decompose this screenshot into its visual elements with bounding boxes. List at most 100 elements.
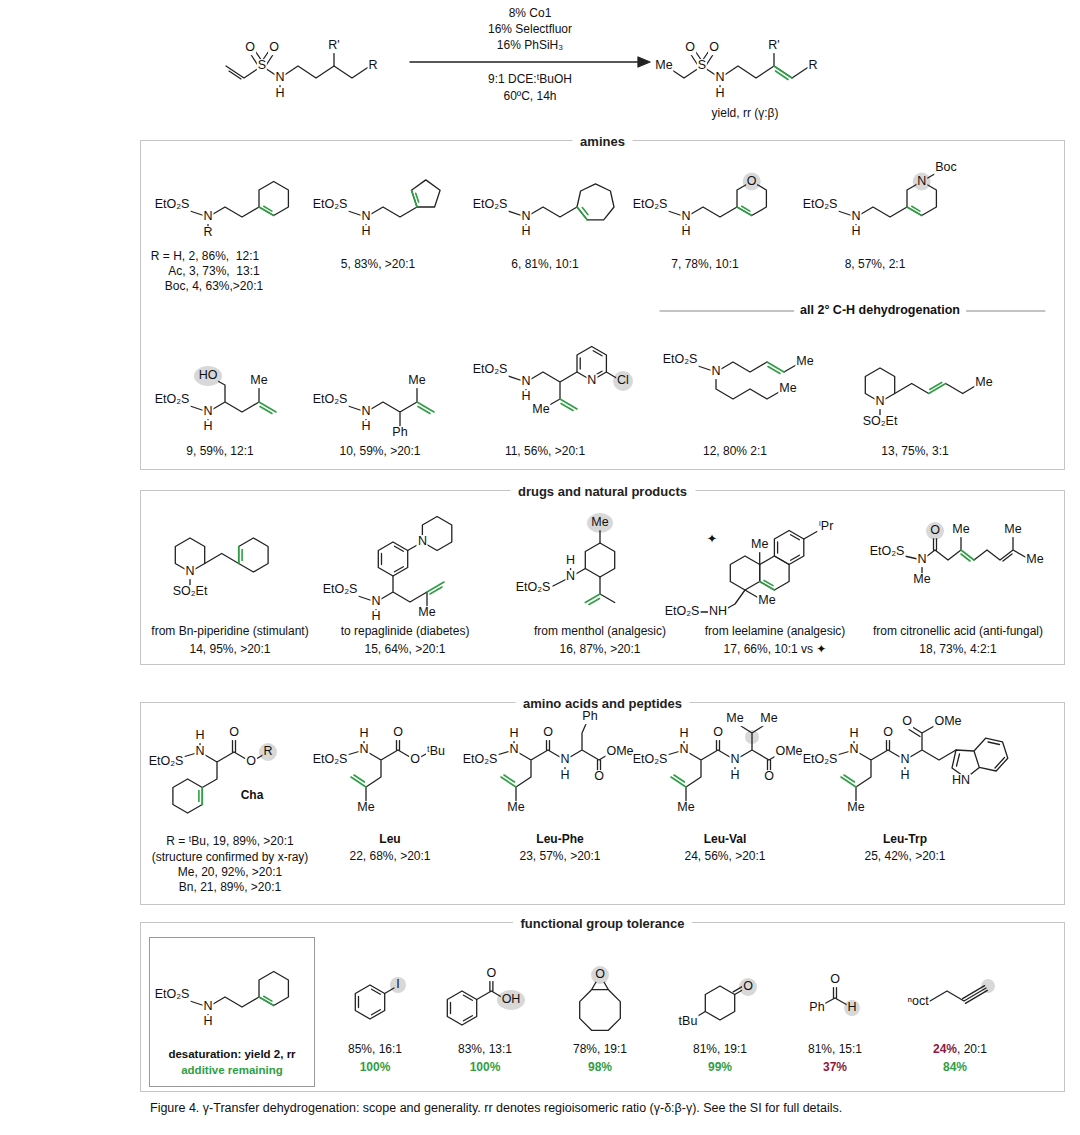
atom-label: O	[409, 753, 421, 767]
highlighted-atom: O	[594, 968, 606, 982]
atom-label: OMe	[933, 715, 962, 729]
atom-label: R	[367, 59, 378, 73]
atom-label: O	[684, 41, 696, 55]
atom-label: N	[194, 745, 205, 759]
atom-label: EtO₂S	[632, 198, 669, 212]
atom-label: N	[184, 565, 195, 579]
ring-shape	[778, 535, 800, 561]
low-value: 24%	[933, 1043, 957, 1056]
atom-label: Ph	[808, 1001, 825, 1015]
atom-label: N	[559, 753, 570, 767]
atom-label: H	[360, 420, 371, 434]
bond-line	[259, 402, 276, 414]
bond-line	[340, 542, 427, 616]
highlight-circle	[844, 1000, 860, 1016]
atom-label: EtO₂S	[869, 545, 906, 559]
atom-label: ✦	[706, 533, 718, 547]
atom-label: EtO₂S	[515, 581, 552, 595]
atom-label: Me	[951, 523, 970, 537]
bond-line	[824, 985, 849, 1006]
atom-label: H	[508, 727, 519, 741]
atom-label: N	[520, 210, 531, 224]
compound-name: Leu-Trp	[883, 833, 927, 846]
compound-caption: 16% PhSiH₃	[497, 39, 563, 52]
compound-caption: 81%, 15:1	[808, 1043, 862, 1056]
bond-line	[351, 775, 366, 787]
atom-label: O	[708, 41, 720, 55]
bond-line	[697, 986, 745, 1017]
atom-label: N	[874, 395, 885, 409]
remaining-value: 100%	[470, 1061, 501, 1074]
atom-label: N	[358, 743, 369, 757]
bond-line	[952, 738, 1008, 778]
ring-shape	[580, 351, 602, 377]
atom-label: N	[202, 1000, 213, 1014]
atom-label: N	[710, 365, 721, 379]
atom-label: N	[850, 210, 861, 224]
box-text: additive remaining	[181, 1062, 283, 1078]
atom-label: N	[360, 405, 371, 419]
atom-label: N	[586, 374, 597, 388]
atom-label: OMe	[605, 745, 634, 759]
compound-caption: 15, 64%, >20:1	[364, 643, 445, 656]
compound-caption: 10, 59%, >20:1	[339, 445, 420, 458]
panel-title: drugs and natural products	[510, 484, 695, 499]
atom-label: N	[848, 743, 859, 757]
compound-caption: Bn, 21, 89%, >20:1	[179, 881, 281, 894]
atom-label: Me	[1003, 523, 1022, 537]
amine-structures	[172, 172, 1045, 428]
atom-label: Me	[356, 801, 375, 815]
atom-label: EtO₂S	[148, 755, 185, 769]
atom-label: H	[565, 554, 576, 568]
compound-caption: 9, 59%, 12:1	[186, 445, 253, 458]
atom-label: Me	[506, 801, 525, 815]
compound-caption: R = H, 2, 86%, 12:1	[151, 250, 259, 263]
atom-label: O	[901, 715, 913, 729]
ring-shape	[259, 972, 288, 1006]
compound-caption: from menthol (analgesic)	[534, 625, 666, 638]
peptide-structures	[166, 724, 1008, 813]
atom-label: O	[486, 967, 498, 981]
panel-title: functional group tolerance	[513, 916, 693, 931]
compound-caption: 8, 57%, 2:1	[845, 258, 906, 271]
ring-shape	[412, 180, 441, 207]
compound-caption: 7, 78%, 10:1	[671, 258, 738, 271]
atom-label: Me	[654, 59, 673, 73]
bond-line	[580, 975, 621, 1030]
bond-line	[410, 61, 640, 62]
ring-shape	[760, 556, 789, 590]
tolerance-structures	[172, 972, 987, 1031]
low-value: 37%	[823, 1061, 847, 1074]
atom-label: Me	[846, 801, 865, 815]
compound-caption: 12, 80% 2:1	[703, 445, 767, 458]
ring-shape	[355, 985, 384, 1019]
atom-label: EtO₂S	[154, 393, 191, 407]
atom-label: Me	[407, 374, 426, 388]
bond-line	[585, 594, 600, 605]
bond-line	[767, 362, 784, 374]
compound-caption: 11, 56%, >20:1	[505, 445, 585, 458]
atom-label: H	[899, 769, 910, 783]
atom-label: O	[542, 726, 554, 740]
atom-label: H	[370, 610, 381, 624]
compound-caption: R = ᵗBu, 19, 89%, >20:1	[166, 835, 293, 848]
atom-label: Me	[795, 355, 814, 369]
ring-shape	[577, 207, 588, 220]
highlighted-atom: HO	[198, 369, 219, 383]
atom-label: EtO₂S	[154, 988, 191, 1002]
atom-label: EtO₂S	[312, 198, 349, 212]
atom-label: S	[697, 59, 707, 73]
box-text: desaturation: yield 2, rr	[168, 1046, 295, 1062]
compound-caption: 5, 83%, >20:1	[341, 258, 415, 271]
atom-label: N	[202, 405, 213, 419]
atom-label: Me	[757, 594, 776, 608]
compound-caption: from citronellic acid (anti-fungal)	[873, 625, 1043, 638]
bond-line	[880, 384, 976, 418]
atom-label: S	[257, 59, 267, 73]
reaction-scheme	[226, 48, 810, 92]
highlighted-atom: N	[916, 175, 927, 189]
atom-label: EtO₂S	[664, 605, 701, 619]
atom-label: O	[829, 973, 841, 987]
bond-line	[720, 52, 774, 92]
compound-name: Leu	[379, 833, 400, 846]
